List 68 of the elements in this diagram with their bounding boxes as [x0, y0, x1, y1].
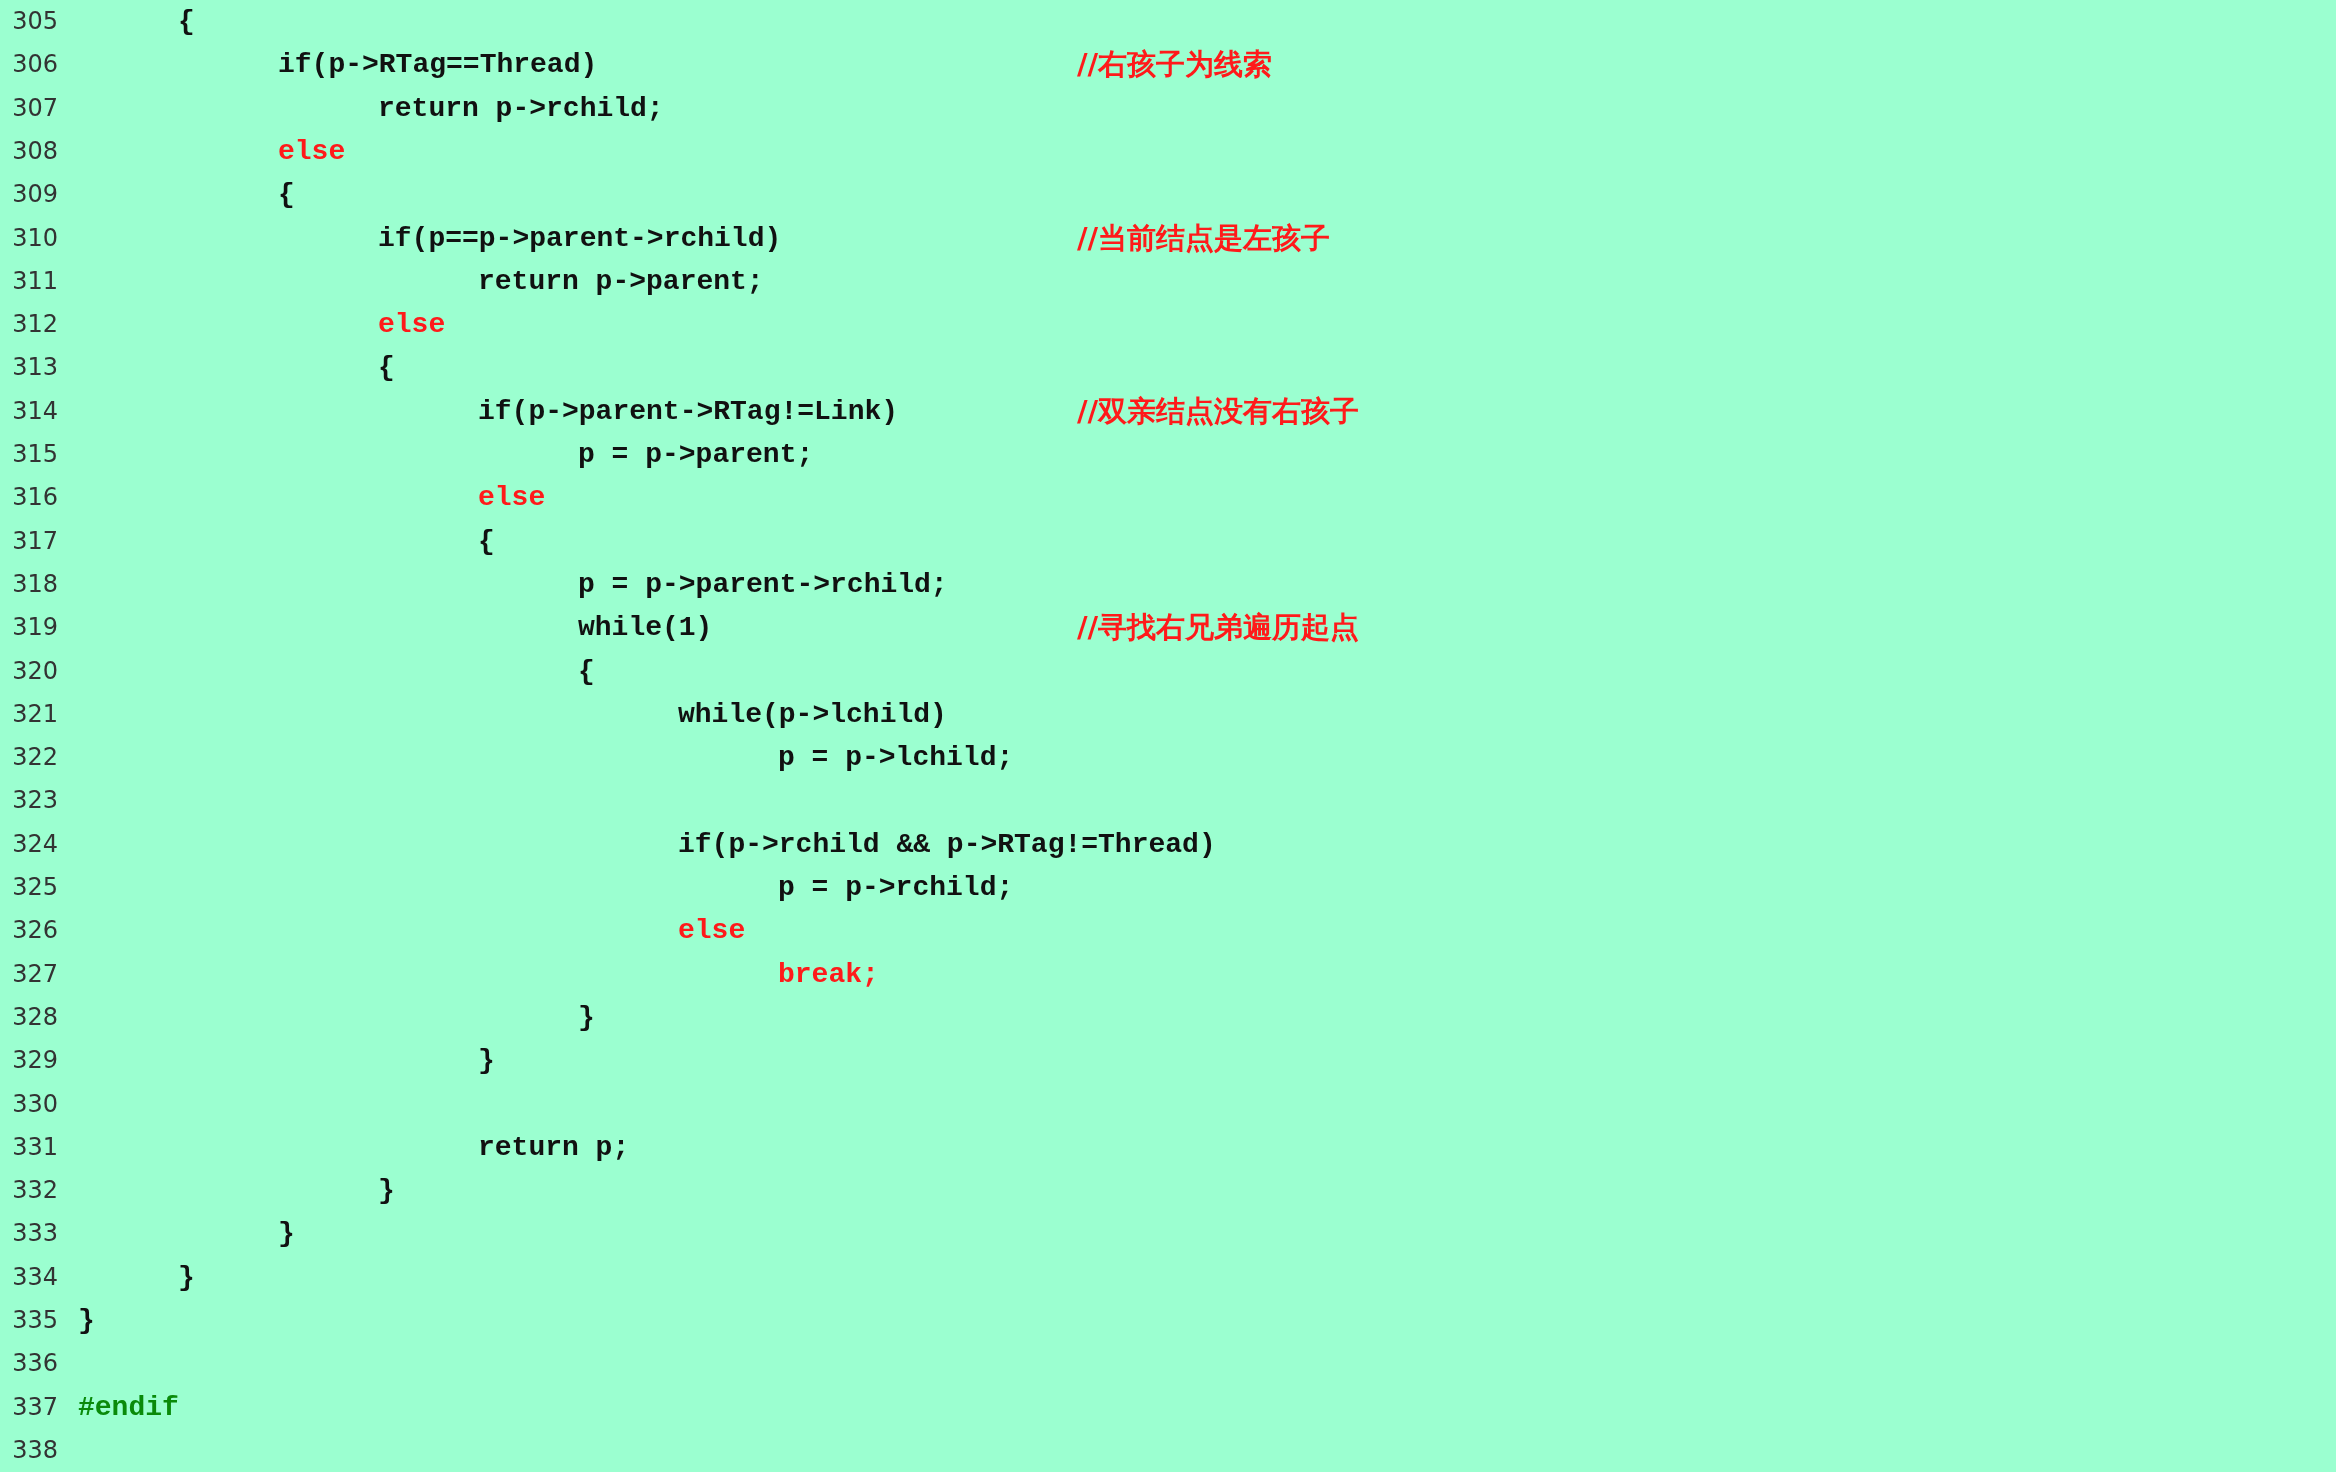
line-number: 326	[11, 915, 58, 947]
line-number: 320	[11, 655, 58, 687]
line-number: 306	[11, 49, 58, 81]
line-number: 336	[11, 1348, 58, 1380]
line-number: 322	[11, 742, 58, 774]
line-number: 313	[11, 352, 58, 384]
code-line: while(1)	[578, 611, 713, 646]
line-number: 325	[11, 872, 58, 903]
code-line: }	[578, 1000, 595, 1035]
line-number: 315	[11, 439, 58, 470]
code-comment: //右孩子为线索	[1077, 46, 1273, 84]
line-number: 308	[11, 135, 58, 167]
code-keyword: else	[278, 134, 346, 169]
line-number: 318	[11, 568, 58, 600]
line-number: 329	[11, 1045, 58, 1077]
code-line: if(p->RTag==Thread)	[278, 48, 598, 83]
line-number: 309	[11, 179, 58, 211]
code-comment: //寻找右兄弟遍历起点	[1077, 609, 1360, 647]
code-line: p = p->lchild;	[778, 741, 1014, 776]
code-line: p = p->rchild;	[778, 871, 1014, 905]
line-number: 314	[11, 395, 58, 427]
code-line: p = p->parent->rchild;	[578, 567, 948, 602]
line-number: 316	[11, 482, 58, 514]
line-number: 330	[11, 1088, 58, 1120]
code-line: }	[278, 1217, 295, 1252]
line-number: 310	[11, 222, 58, 254]
code-line: return p->parent;	[478, 264, 764, 299]
line-number: 307	[11, 92, 58, 124]
code-line: while(p->lchild)	[678, 697, 947, 732]
line-number: 335	[11, 1305, 58, 1336]
code-line: {	[378, 351, 395, 386]
code-keyword: break;	[778, 957, 879, 992]
line-number: 305	[11, 6, 58, 37]
preprocessor-directive: #endif	[78, 1390, 179, 1425]
code-comment: //双亲结点没有右孩子	[1077, 392, 1360, 430]
code-comment: //当前结点是左孩子	[1077, 219, 1331, 257]
code-keyword: else	[678, 914, 746, 949]
line-number: 312	[11, 309, 58, 341]
code-line: if(p==p->parent->rchild)	[378, 221, 782, 256]
code-line: return p;	[478, 1130, 630, 1165]
line-number: 324	[11, 828, 58, 860]
line-number: 337	[11, 1391, 58, 1423]
line-number: 317	[11, 525, 58, 557]
line-number: 327	[11, 958, 58, 990]
code-line: p = p->parent;	[578, 438, 814, 472]
line-number: 334	[11, 1261, 58, 1293]
line-number: 311	[11, 265, 58, 297]
code-line: }	[78, 1304, 95, 1338]
code-line: {	[278, 178, 295, 213]
line-number: 323	[11, 785, 58, 817]
line-number: 319	[11, 612, 58, 644]
code-line: }	[478, 1044, 495, 1079]
code-keyword: else	[478, 481, 546, 516]
line-number: 321	[11, 698, 58, 730]
code-line: if(p->parent->RTag!=Link)	[478, 394, 899, 429]
code-line: {	[178, 5, 195, 39]
code-line: }	[178, 1260, 195, 1295]
code-line: {	[478, 524, 495, 559]
code-line: return p->rchild;	[378, 91, 664, 126]
line-number: 338	[11, 1434, 58, 1466]
code-line: if(p->rchild && p->RTag!=Thread)	[678, 827, 1216, 862]
line-number: 331	[11, 1131, 58, 1163]
code-keyword: else	[378, 308, 446, 343]
code-line: }	[378, 1174, 395, 1209]
line-number: 333	[11, 1218, 58, 1250]
line-number: 328	[11, 1001, 58, 1033]
line-number: 332	[11, 1175, 58, 1207]
code-line: {	[578, 654, 595, 689]
